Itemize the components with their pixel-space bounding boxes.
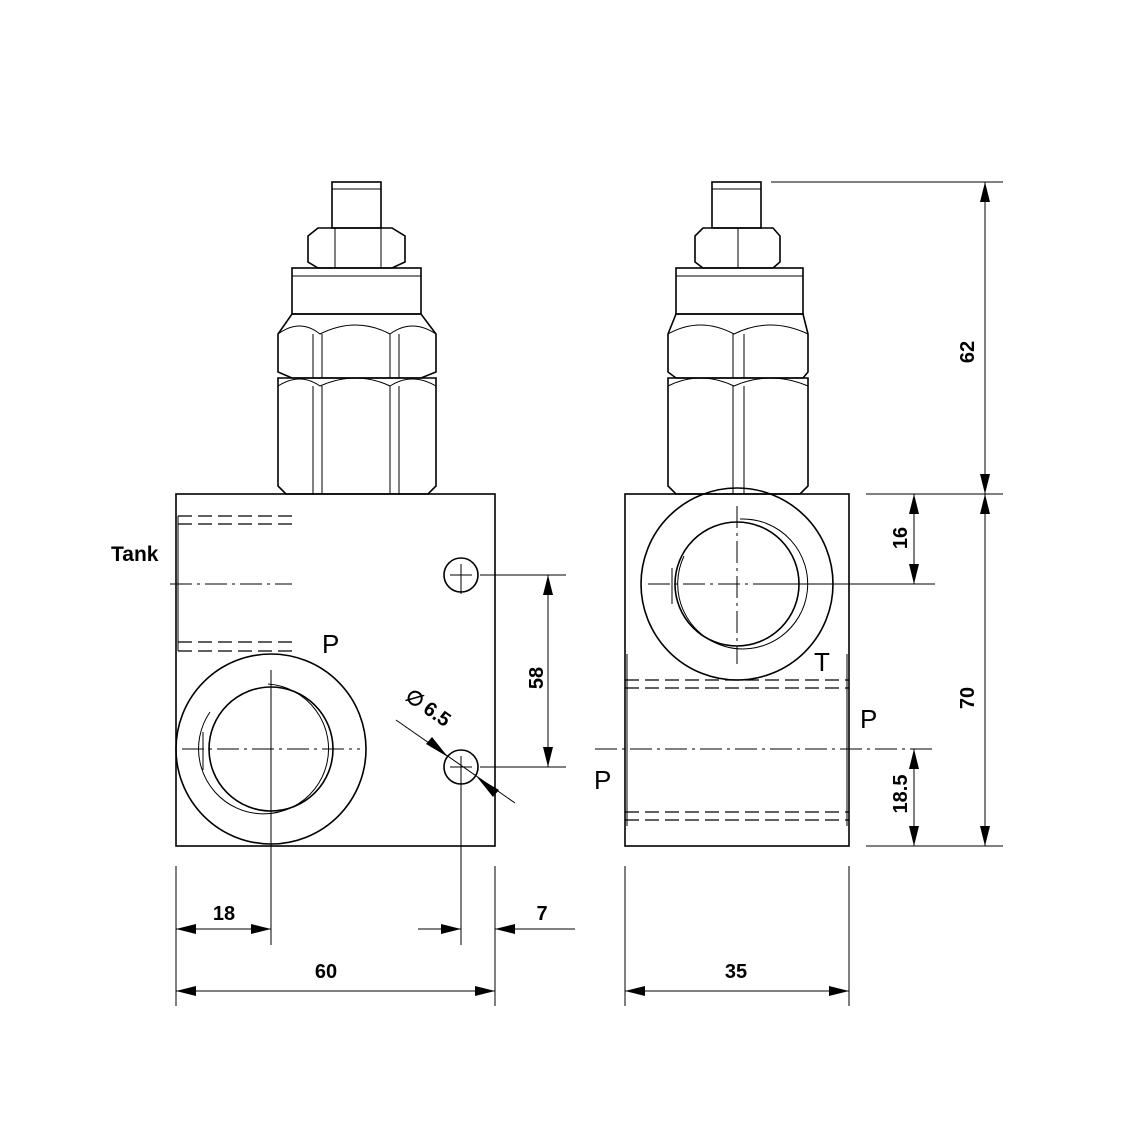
port-offset-label: 18 bbox=[213, 903, 235, 925]
hole-diameter-label: 6.5 bbox=[419, 698, 454, 732]
dim-p-port-offset: 18.5 bbox=[866, 749, 1003, 847]
width-front-label: 60 bbox=[315, 961, 337, 983]
side-t-label: T bbox=[814, 647, 830, 677]
front-view: ∅ 6.5 58 18 7 bbox=[111, 181, 575, 1006]
dim-width-front: 60 bbox=[176, 961, 495, 996]
side-p-label-right: P bbox=[860, 704, 877, 734]
dim-cartridge-height: 62 bbox=[771, 181, 1003, 494]
p-port-offset-label: 18.5 bbox=[890, 775, 912, 814]
front-tank-port-hidden bbox=[170, 515, 292, 652]
front-mounting-holes bbox=[443, 557, 479, 945]
front-p-port bbox=[175, 653, 367, 945]
hole-spacing-label: 58 bbox=[526, 667, 548, 689]
dim-hole-offset: 7 bbox=[418, 866, 575, 1006]
front-cartridge bbox=[277, 181, 437, 495]
tank-label: Tank bbox=[111, 543, 159, 566]
hole-offset-label: 7 bbox=[536, 903, 547, 925]
side-p-port-hidden bbox=[595, 654, 935, 826]
hole-diameter-leader: ∅ 6.5 bbox=[395, 685, 516, 804]
tank-port-offset-label: 16 bbox=[890, 527, 912, 549]
side-p-label-left: P bbox=[594, 765, 611, 795]
dim-width-side: 35 bbox=[624, 866, 850, 1006]
body-height-label: 70 bbox=[957, 687, 979, 709]
dim-port-offset: 18 bbox=[175, 866, 271, 1006]
side-t-port bbox=[640, 487, 935, 681]
front-body bbox=[175, 493, 496, 847]
dim-hole-spacing: 58 bbox=[480, 574, 566, 768]
width-side-label: 35 bbox=[725, 961, 747, 983]
dim-body-height: 70 bbox=[957, 494, 990, 846]
cartridge-height-label: 62 bbox=[957, 341, 979, 363]
front-p-label: P bbox=[322, 629, 339, 659]
side-cartridge bbox=[667, 181, 809, 495]
side-view: T P P 16 18.5 62 bbox=[594, 181, 1003, 1006]
dim-tank-port-offset: 16 bbox=[866, 493, 1003, 584]
